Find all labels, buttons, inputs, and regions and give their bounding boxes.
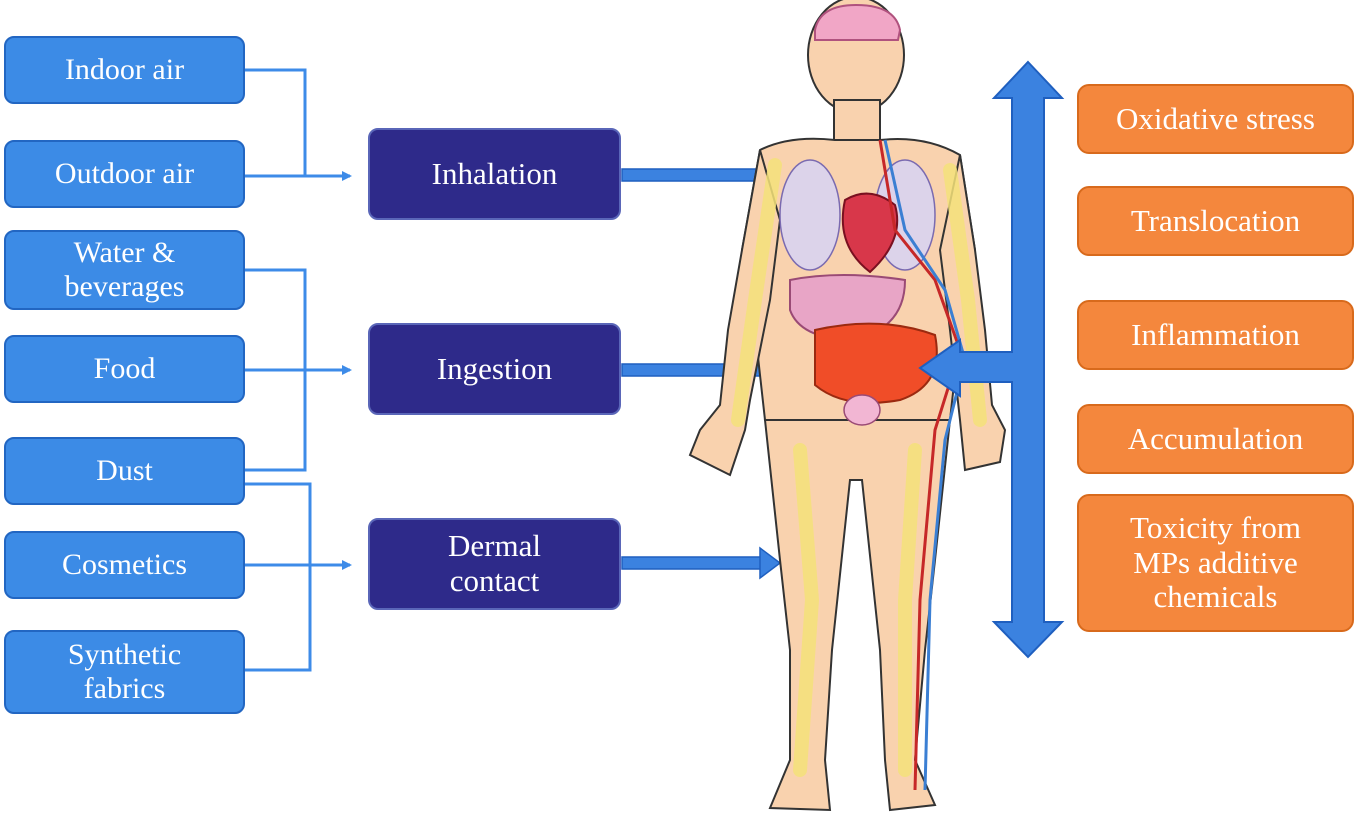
source-label: Dust [96, 454, 153, 488]
source-label: Outdoor air [54, 157, 195, 191]
effect-accumulation: Accumulation [1077, 404, 1354, 474]
source-label-line2: fabrics [83, 672, 166, 705]
left-lung [779, 159, 841, 271]
effect-label: Inflammation [1131, 316, 1300, 352]
effect-toxicity: Toxicity from MPs additive chemicals [1077, 494, 1354, 632]
route-dermal-contact: Dermal contact [368, 518, 621, 610]
effect-oxidative-stress: Oxidative stress [1077, 84, 1354, 154]
source-food: Food [4, 335, 245, 403]
source-water-beverages: Water & beverages [4, 230, 245, 310]
heart [841, 192, 899, 274]
route-label-line2: contact [449, 563, 540, 598]
effect-label-line1: Toxicity from [1130, 509, 1301, 545]
effect-label: Translocation [1130, 202, 1301, 238]
effect-label-line2: MPs additive [1133, 544, 1298, 580]
source-label-line1: Synthetic [67, 638, 182, 672]
connector-dust-dermal [244, 482, 312, 672]
source-label: Indoor air [64, 53, 185, 87]
source-label-line1: Water & [73, 236, 176, 270]
source-label: Food [93, 352, 156, 386]
connector-indoor-air [244, 68, 307, 176]
source-label-line2: beverages [64, 270, 185, 303]
route-ingestion: Ingestion [368, 323, 621, 415]
source-connectors [244, 68, 352, 672]
route-label-line1: Dermal [448, 528, 541, 564]
route-label: Inhalation [431, 155, 558, 191]
skeleton [731, 158, 987, 777]
source-dust: Dust [4, 437, 245, 505]
source-indoor-air: Indoor air [4, 36, 245, 104]
brain [814, 3, 902, 41]
bladder [843, 394, 881, 426]
source-synthetic-fabrics: Synthetic fabrics [4, 630, 245, 714]
effect-label: Accumulation [1127, 420, 1304, 456]
source-outdoor-air: Outdoor air [4, 140, 245, 208]
route-inhalation: Inhalation [368, 128, 621, 220]
effect-translocation: Translocation [1077, 186, 1354, 256]
effect-inflammation: Inflammation [1077, 300, 1354, 370]
effect-label-line3: chemicals [1153, 579, 1278, 615]
dermal-arrow [621, 546, 782, 580]
source-label: Cosmetics [62, 548, 187, 582]
route-label: Ingestion [436, 350, 553, 386]
source-cosmetics: Cosmetics [4, 531, 245, 599]
effect-label: Oxidative stress [1116, 100, 1315, 136]
